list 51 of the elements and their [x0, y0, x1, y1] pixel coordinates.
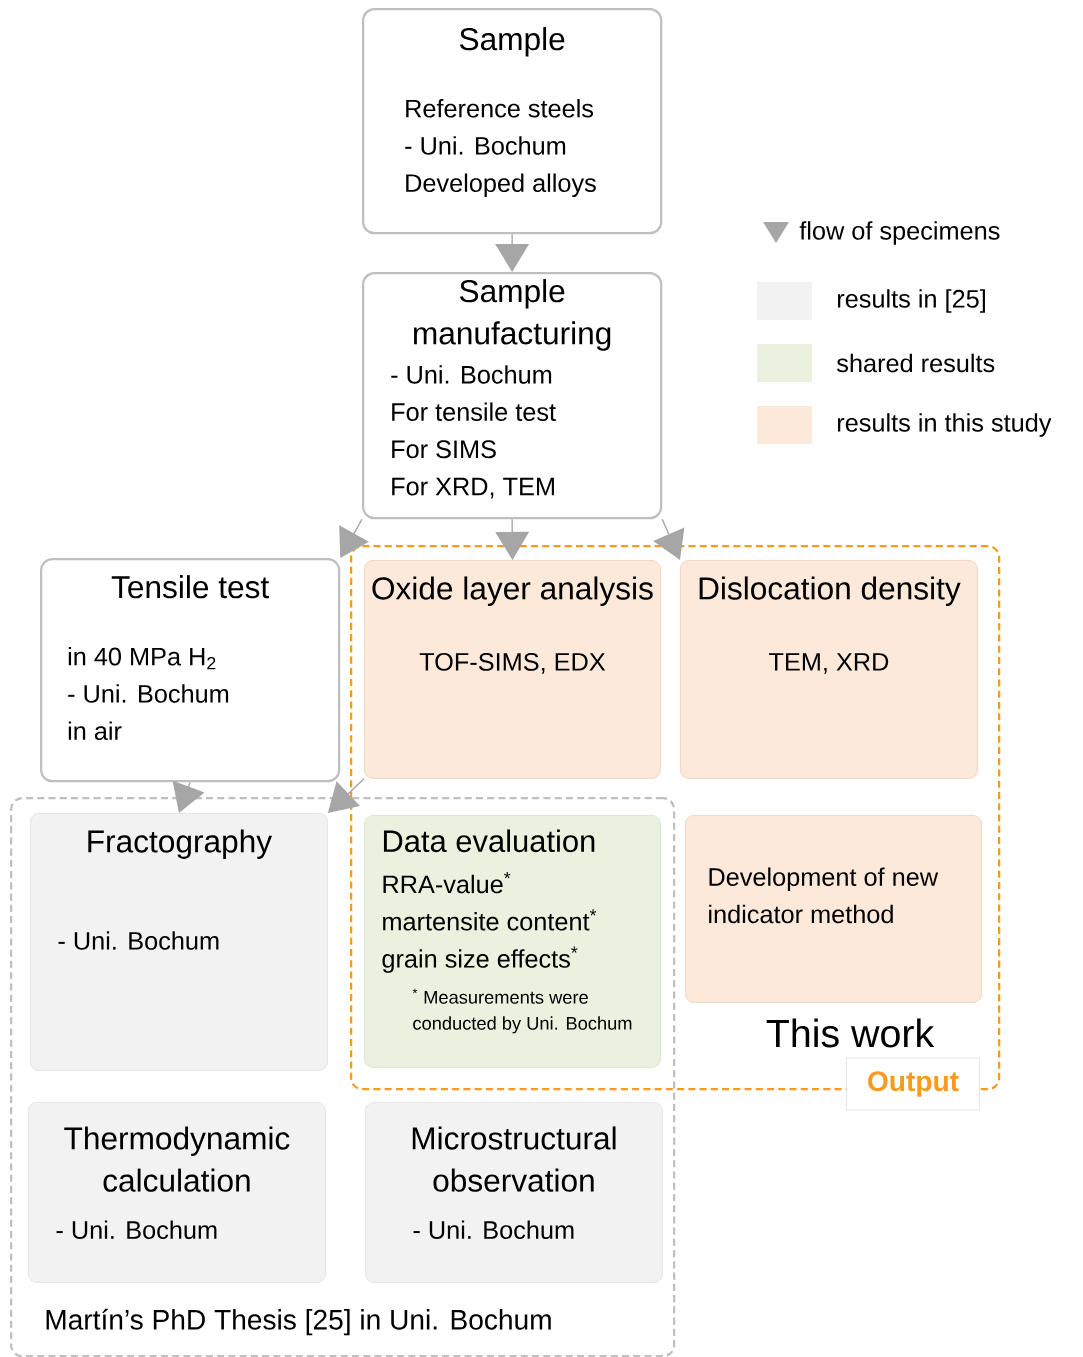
- region-label: Martín’s PhD Thesis [25] in Uni. Bochum: [46, 1308, 551, 1336]
- box-text: For tensile test: [392, 402, 556, 421]
- box-text: grain size effects$^{*}$: [382, 946, 578, 973]
- box-text: - Uni. Bochum: [391, 365, 552, 384]
- box-heading: Tensile test: [111, 575, 269, 599]
- box-text: - Uni. Bochum: [56, 1220, 217, 1240]
- arrow: [495, 233, 530, 272]
- box-text: - Uni. Bochum: [405, 136, 566, 155]
- legend-text: shared results: [837, 353, 995, 373]
- box-text: martensite content$^{*}$: [383, 909, 597, 931]
- process-box: [685, 815, 982, 1003]
- process-box: [365, 1102, 663, 1283]
- process-box: [364, 560, 661, 779]
- box-heading: Dislocation density: [699, 576, 961, 606]
- process-box: [680, 560, 978, 779]
- box-text: Reference steels: [406, 98, 594, 118]
- box-heading: Sample: [459, 27, 565, 57]
- process-box: [30, 813, 328, 1071]
- box-text: TEM, XRD: [769, 653, 889, 674]
- box-text: For SIMS: [392, 440, 496, 459]
- legend-text: results in this study: [837, 413, 1052, 437]
- box-text: - Uni. Bochum: [413, 1220, 574, 1240]
- box-text: - Uni. Bochum: [68, 684, 229, 703]
- box-text: For XRD, TEM: [392, 477, 554, 499]
- legend-text: results in [25]: [837, 289, 985, 313]
- process-box: [362, 8, 663, 235]
- arrow: [495, 518, 530, 560]
- box-heading: Sample manufacturing: [414, 279, 611, 351]
- process-box: [362, 272, 663, 520]
- arrow: [653, 518, 685, 560]
- box-text: TOF-SIMS, EDX: [419, 652, 606, 674]
- box-text: Development of new indicator method: [709, 867, 939, 924]
- box-text: in 40 MPa H$_{2}$: [68, 646, 216, 670]
- footnote: $^{*}$ Measurements were conducted by Uni. Bochum: [412, 988, 632, 1034]
- arrow: [339, 518, 369, 558]
- process-box: [40, 558, 341, 783]
- box-heading: Thermodynamic calculation: [64, 1126, 290, 1192]
- box-heading: Fractography: [88, 829, 273, 859]
- region-label: This work: [766, 1018, 935, 1048]
- box-text: in air: [68, 721, 122, 741]
- box-text: - Uni. Bochum: [58, 931, 219, 950]
- legend-text: flow of specimens: [799, 221, 1000, 245]
- output-tag: Output: [846, 1057, 980, 1111]
- box-heading: Oxide layer analysis: [372, 576, 653, 606]
- box-heading: Microstructural observation: [412, 1126, 616, 1192]
- box-text: RRA-value$^{*}$: [383, 872, 511, 894]
- dashed-region: [10, 797, 676, 1357]
- process-box: [364, 815, 661, 1068]
- process-box: [28, 1102, 326, 1283]
- box-heading: Data evaluation: [383, 829, 595, 853]
- box-text: Developed alloys: [406, 173, 596, 198]
